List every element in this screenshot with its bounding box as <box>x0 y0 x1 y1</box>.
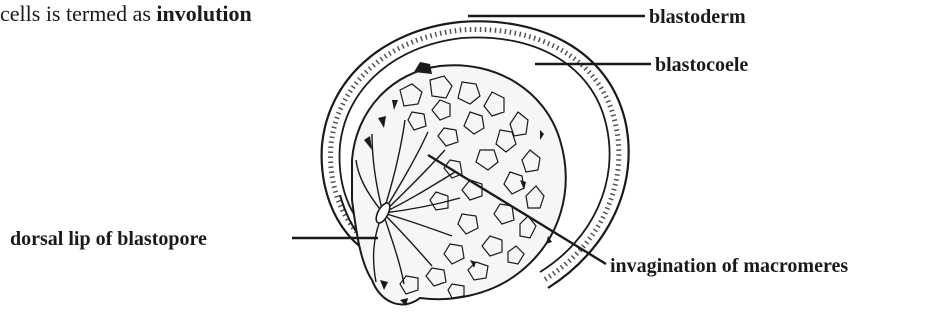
macromere-mass <box>352 62 566 306</box>
label-blastoderm: blastoderm <box>649 6 746 28</box>
label-invagination-of-macromeres: invagination of macromeres <box>610 255 848 277</box>
label-dorsal-lip-of-blastopore: dorsal lip of blastopore <box>10 228 207 250</box>
label-blastocoele: blastocoele <box>655 54 748 76</box>
